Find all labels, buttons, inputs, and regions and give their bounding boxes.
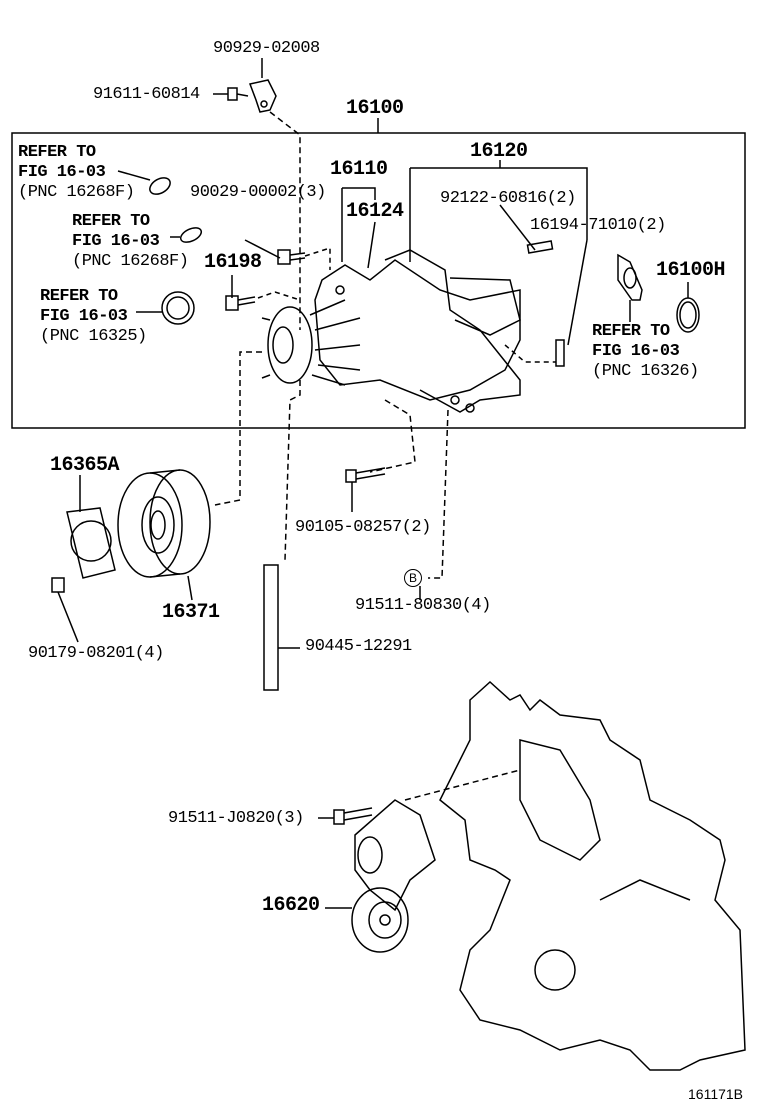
engine-block-outline bbox=[439, 680, 746, 1071]
part-90929-02008[interactable]: 90929-02008 bbox=[213, 39, 320, 58]
part-90179-08201[interactable]: 90179-08201(4) bbox=[28, 644, 164, 663]
oring-16100H bbox=[676, 282, 700, 333]
part-16120[interactable]: 16120 bbox=[470, 140, 528, 163]
part-91511-J0820[interactable]: 91511-J0820(3) bbox=[168, 809, 304, 828]
dashed-line bbox=[269, 111, 301, 330]
reference-line: FIG 16-03 bbox=[592, 342, 680, 361]
water-pump-16110 bbox=[261, 249, 521, 413]
part-16198[interactable]: 16198 bbox=[204, 251, 262, 274]
reference-line: REFER TO bbox=[18, 143, 96, 162]
reference-line: REFER TO bbox=[40, 287, 118, 306]
reference-line: REFER TO bbox=[592, 322, 670, 341]
part-91511-80830[interactable]: 91511-80830(4) bbox=[355, 596, 491, 615]
bolt-16198 bbox=[225, 275, 301, 311]
reference-pnc: (PNC 16268F) bbox=[72, 252, 189, 271]
part-91611-60814[interactable]: 91611-60814 bbox=[93, 85, 200, 104]
gasket-16365A bbox=[66, 475, 116, 579]
seal-16325 bbox=[161, 291, 195, 325]
reference-note[interactable]: REFER TO FIG 16-03 (PNC 16326) bbox=[592, 322, 699, 382]
reference-pnc: (PNC 16268F) bbox=[18, 183, 135, 202]
part-16100H[interactable]: 16100H bbox=[656, 259, 726, 282]
part-16100[interactable]: 16100 bbox=[346, 97, 404, 120]
figure-code: 161171B bbox=[688, 1086, 744, 1102]
bolt-91611-60814 bbox=[213, 87, 249, 101]
gasket-16326 bbox=[617, 253, 643, 322]
part-16371[interactable]: 16371 bbox=[162, 601, 220, 624]
bracket-90929-02008 bbox=[248, 58, 277, 113]
part-90105-08257[interactable]: 90105-08257(2) bbox=[295, 518, 431, 537]
reference-note[interactable]: REFER TO FIG 16-03 (PNC 16325) bbox=[40, 287, 147, 347]
bolt-90029-00002 bbox=[244, 239, 331, 270]
callout-b: B bbox=[404, 569, 422, 587]
bolt-91511-J0820 bbox=[318, 807, 373, 825]
part-16365A[interactable]: 16365A bbox=[50, 454, 120, 477]
reference-note[interactable]: REFER TO FIG 16-03 (PNC 16268F) bbox=[18, 143, 135, 203]
bolt-90105-08257 bbox=[345, 467, 386, 512]
oring-16268F-1 bbox=[149, 177, 171, 195]
part-92122-60816[interactable]: 92122-60816(2) bbox=[440, 189, 576, 208]
pipe-90445-12291 bbox=[263, 564, 300, 691]
reference-line: FIG 16-03 bbox=[72, 232, 160, 251]
part-90029-00002[interactable]: 90029-00002(3) bbox=[190, 183, 326, 202]
reference-line: FIG 16-03 bbox=[18, 163, 106, 182]
part-16194-71010[interactable]: 16194-71010(2) bbox=[530, 216, 666, 235]
nut-90179-08201 bbox=[51, 577, 79, 643]
oring-16268F-2 bbox=[179, 227, 203, 243]
stud-16194-71010 bbox=[555, 339, 565, 367]
reference-note[interactable]: REFER TO FIG 16-03 (PNC 16268F) bbox=[72, 212, 189, 272]
reference-pnc: (PNC 16325) bbox=[40, 327, 147, 346]
part-16620[interactable]: 16620 bbox=[262, 894, 320, 917]
part-16110[interactable]: 16110 bbox=[330, 158, 388, 181]
pulley-16371 bbox=[117, 469, 211, 601]
reference-pnc: (PNC 16326) bbox=[592, 362, 699, 381]
stud-92122-60816 bbox=[526, 240, 554, 254]
reference-line: REFER TO bbox=[72, 212, 150, 231]
part-16124[interactable]: 16124 bbox=[346, 200, 404, 223]
part-90445-12291[interactable]: 90445-12291 bbox=[305, 637, 412, 656]
tensioner-16620 bbox=[325, 799, 436, 953]
reference-line: FIG 16-03 bbox=[40, 307, 128, 326]
